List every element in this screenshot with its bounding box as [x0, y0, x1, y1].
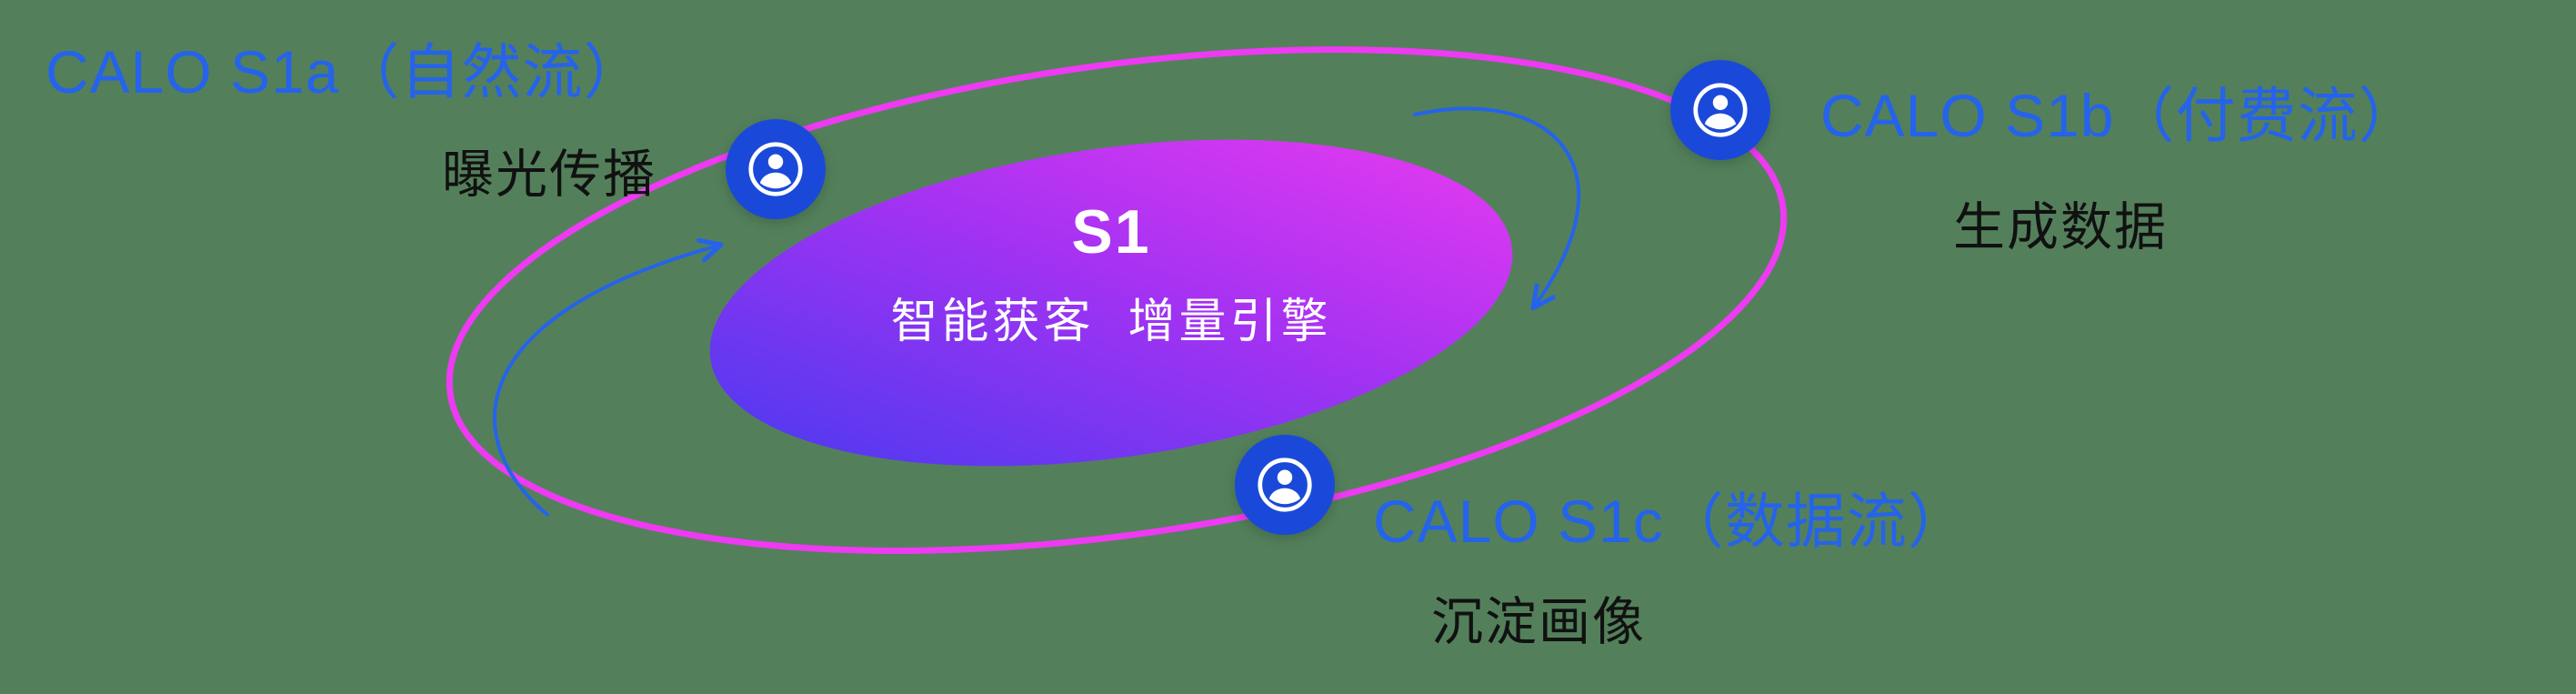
person-icon [748, 142, 803, 196]
orbit-ring [446, 46, 1788, 554]
node-s1b [1670, 60, 1770, 160]
node-s1c [1235, 435, 1335, 535]
arrow-left [493, 237, 724, 517]
sublabel-s1b: 生成数据 [1953, 198, 2168, 256]
sublabel-s1c: 沉淀画像 [1431, 593, 1646, 651]
person-icon [1258, 458, 1312, 512]
core-ellipse [709, 139, 1513, 467]
person-icon [1693, 83, 1748, 137]
label-s1b: CALO S1b（付费流） [1820, 82, 2420, 149]
label-s1a: CALO S1a（自然流） [45, 38, 645, 106]
arrow-right [1413, 106, 1581, 311]
sublabel-s1a: 曝光传播 [442, 146, 657, 204]
label-s1c: CALO S1c（数据流） [1373, 488, 1969, 555]
node-s1a [726, 119, 826, 219]
